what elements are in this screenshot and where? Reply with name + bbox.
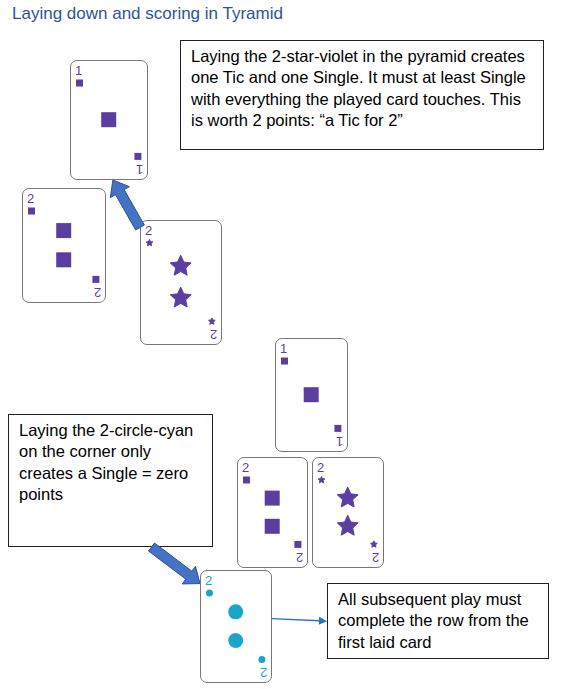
arrow-connector bbox=[272, 617, 327, 625]
card-rank: 2 bbox=[205, 574, 212, 587]
square-pip bbox=[281, 358, 288, 365]
card-rank: 2 bbox=[210, 328, 217, 341]
star-pip bbox=[318, 477, 325, 483]
playing-card: 22 bbox=[312, 457, 384, 568]
star-pip bbox=[209, 318, 216, 324]
square-pip bbox=[265, 491, 280, 506]
card-rank: 1 bbox=[336, 435, 343, 448]
card-rank: 2 bbox=[242, 461, 249, 474]
star-pip bbox=[170, 255, 191, 275]
star-pip bbox=[170, 287, 191, 307]
note-box: Laying the 2-circle-cyan on the corner o… bbox=[8, 414, 213, 547]
playing-card: 11 bbox=[275, 338, 348, 452]
card-rank: 2 bbox=[27, 192, 34, 205]
diagram-title: Laying down and scoring in Tyramid bbox=[12, 4, 283, 24]
arrow-connector bbox=[110, 180, 144, 230]
card-rank: 2 bbox=[145, 224, 152, 237]
square-pip bbox=[28, 208, 35, 215]
square-pip bbox=[334, 425, 341, 432]
playing-card: 11 bbox=[70, 60, 148, 180]
playing-card: 22 bbox=[22, 188, 106, 303]
note-box: All subsequent play must complete the ro… bbox=[327, 583, 549, 659]
square-pip bbox=[76, 80, 83, 87]
playing-card: 22 bbox=[140, 220, 222, 345]
square-pip bbox=[134, 153, 141, 160]
card-rank: 2 bbox=[372, 551, 379, 564]
note-box: Laying the 2-star-violet in the pyramid … bbox=[180, 40, 544, 150]
square-pip bbox=[243, 477, 250, 484]
star-pip bbox=[146, 240, 153, 246]
star-pip bbox=[337, 487, 358, 507]
square-pip bbox=[56, 252, 71, 267]
card-rank: 1 bbox=[136, 163, 143, 176]
card-rank: 2 bbox=[260, 666, 267, 679]
note-text: All subsequent play must complete the ro… bbox=[338, 589, 538, 653]
card-rank: 2 bbox=[94, 286, 101, 299]
card-rank: 1 bbox=[75, 64, 82, 77]
square-pip bbox=[56, 223, 71, 238]
circle-pip bbox=[258, 656, 265, 663]
circle-pip bbox=[206, 590, 213, 597]
card-rank: 1 bbox=[280, 342, 287, 355]
square-pip bbox=[294, 541, 301, 548]
arrow-connector bbox=[148, 543, 200, 584]
card-rank: 2 bbox=[296, 551, 303, 564]
playing-card: 22 bbox=[237, 457, 308, 568]
star-pip bbox=[371, 541, 378, 547]
square-pip bbox=[304, 387, 319, 402]
circle-pip bbox=[228, 633, 243, 648]
square-pip bbox=[265, 519, 280, 534]
square-pip bbox=[92, 276, 99, 283]
circle-pip bbox=[228, 604, 243, 619]
playing-card: 22 bbox=[200, 570, 272, 683]
note-text: Laying the 2-star-violet in the pyramid … bbox=[191, 46, 533, 132]
star-pip bbox=[337, 515, 358, 535]
square-pip bbox=[101, 112, 116, 127]
note-text: Laying the 2-circle-cyan on the corner o… bbox=[19, 420, 202, 506]
card-rank: 2 bbox=[317, 461, 324, 474]
